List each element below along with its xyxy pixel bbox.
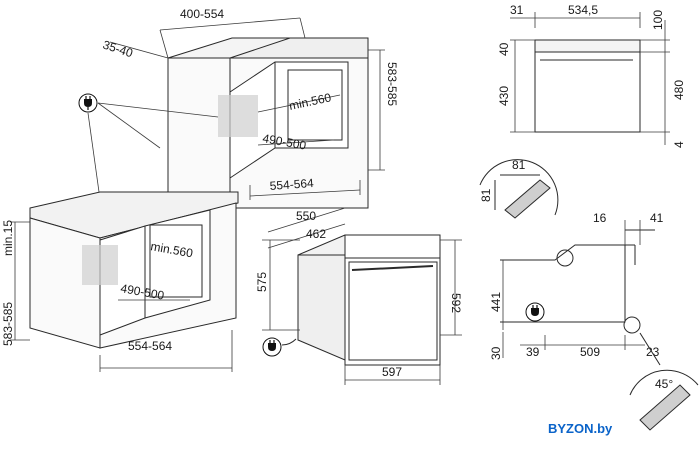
- brand-watermark: BYZON.by: [548, 421, 613, 436]
- under-counter-cabinet: [29, 191, 239, 349]
- side-angle-label: 45°: [655, 377, 673, 391]
- column-cabinet: [167, 37, 369, 209]
- under-counter-dimension-lines: [10, 221, 233, 372]
- plug-icon-side: [525, 302, 545, 322]
- front-height-label: 430: [497, 86, 511, 106]
- column-width-label: 400-554: [180, 7, 224, 21]
- oven-dimension-lines: [262, 207, 462, 385]
- front-total-label: 480: [672, 80, 686, 100]
- side-depth-label: 509: [580, 345, 600, 359]
- side-view: [500, 229, 655, 334]
- under-cutout-width-label: 554-564: [128, 339, 172, 353]
- column-dimension-lines: [109, 17, 385, 200]
- front-view-dimension-lines: [510, 12, 670, 145]
- under-gap-label: min.15: [1, 220, 15, 256]
- plug-icon-top: [78, 93, 98, 113]
- column-cutout-width-label: 554-564: [269, 176, 314, 193]
- oven-width-label: 597: [382, 365, 402, 379]
- side-height-label: 441: [489, 292, 503, 312]
- side-detail-b-label: 81: [479, 188, 493, 202]
- oven-total-height-label: 592: [449, 293, 463, 313]
- oven-body-depth-label: 462: [306, 227, 326, 241]
- side-detail-top: [479, 159, 559, 219]
- side-door-label: 16: [593, 211, 607, 225]
- side-back-label: 39: [526, 345, 540, 359]
- plug-icon-oven: [262, 337, 282, 357]
- front-width-label: 534,5: [568, 3, 598, 17]
- front-view: [534, 39, 641, 133]
- oven-depth-label: 550: [296, 209, 316, 223]
- side-handle-label: 41: [650, 211, 664, 225]
- front-top-label: 100: [651, 10, 665, 30]
- side-detail-bottom: [629, 332, 699, 431]
- side-front-label: 23: [646, 345, 660, 359]
- column-height-label: 583-585: [385, 62, 399, 106]
- oven-height-label: 575: [255, 272, 269, 292]
- side-base-label: 30: [489, 346, 503, 360]
- side-view-dimension-lines: [502, 220, 645, 358]
- column-depth-offset-label: 35-40: [101, 38, 135, 61]
- front-panel-label: 40: [497, 42, 511, 56]
- front-bottom-label: 4: [672, 141, 686, 148]
- oven-body: [297, 234, 441, 366]
- front-left-offset-label: 31: [510, 3, 524, 17]
- side-detail-a-label: 81: [512, 158, 526, 172]
- under-height-label: 583-585: [1, 302, 15, 346]
